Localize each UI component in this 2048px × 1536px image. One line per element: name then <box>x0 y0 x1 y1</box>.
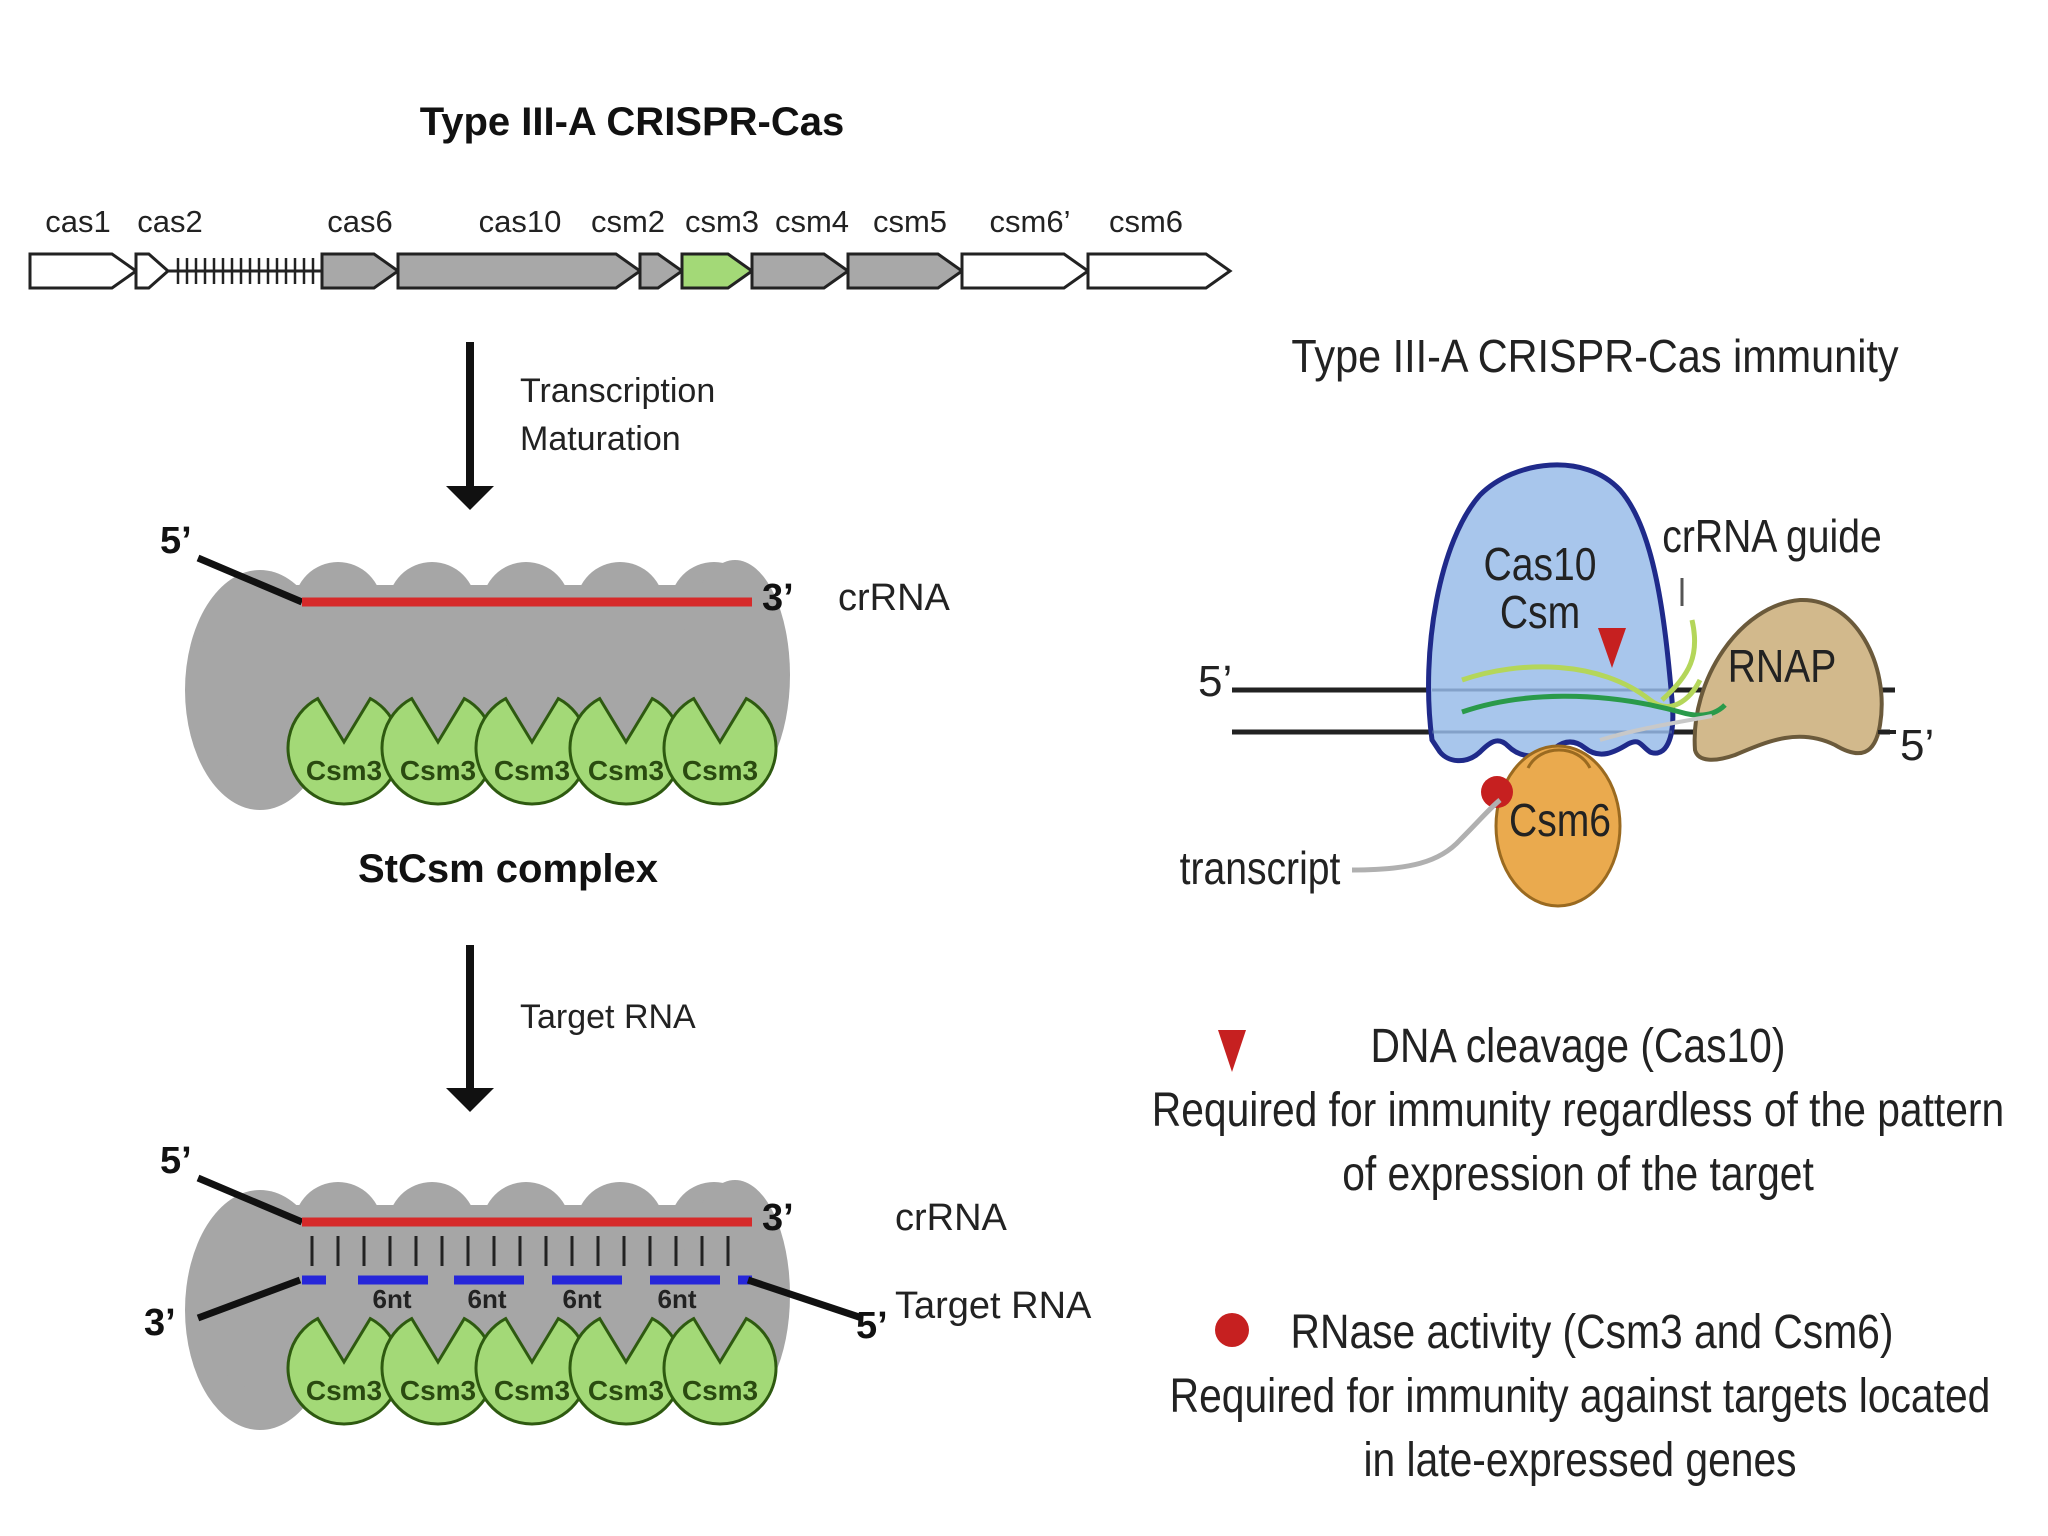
spacer-6nt-label: 6nt <box>658 1284 697 1314</box>
immunity-title: Type III-A CRISPR-Cas immunity <box>1291 331 1898 383</box>
complex2-5prime-bottom: 5’ <box>856 1305 888 1347</box>
cas10-csm-shape <box>1426 462 1676 764</box>
target-arrow <box>446 945 494 1112</box>
gene-label: csm6’ <box>990 204 1071 239</box>
gene-label: csm3 <box>685 204 759 239</box>
legend-cleavage-icon <box>1218 1030 1246 1072</box>
gene-label: csm6 <box>1109 204 1183 239</box>
legend-dna-title: DNA cleavage (Cas10) <box>1371 1020 1786 1073</box>
gene-cas6-arrow <box>320 252 401 290</box>
gene-label: cas10 <box>479 204 562 239</box>
transcript-strand <box>1351 798 1502 873</box>
complex-name: StCsm complex <box>358 847 658 891</box>
crrna2-5prime-tail <box>196 1174 304 1226</box>
crispr-array <box>168 258 322 284</box>
target-rna-segments: 6nt 6nt 6nt 6nt <box>302 1275 752 1314</box>
gene-label: csm2 <box>591 204 665 239</box>
csm3-label: Csm3 <box>400 755 476 786</box>
target-3prime-tail <box>196 1276 302 1322</box>
gene-csm2-arrow <box>638 252 685 290</box>
gene-cas1-arrow <box>28 252 139 290</box>
legend-rnase-icon <box>1215 1313 1249 1347</box>
gene-cas10-arrow <box>396 252 643 290</box>
complex2-3prime-top: 3’ <box>762 1197 794 1239</box>
complex1-crrna-label: crRNA <box>838 577 951 619</box>
csm3-row: Csm3 Csm3 Csm3 Csm3 Csm3 <box>286 696 778 806</box>
legend-dna-line2: of expression of the target <box>1342 1148 1814 1201</box>
dna-5prime-right: 5’ <box>1900 721 1934 770</box>
spacer-6nt-label: 6nt <box>373 1284 412 1314</box>
csm3-row-2: Csm3 Csm3 Csm3 Csm3 Csm3 <box>286 1316 778 1426</box>
gene-csm4-arrow <box>750 252 851 290</box>
gene-csm6-arrow <box>1086 252 1233 290</box>
csm3-label: Csm3 <box>494 1375 570 1406</box>
crrna-guide-label: crRNA guide <box>1662 511 1881 563</box>
dna-5prime-left: 5’ <box>1198 657 1232 706</box>
gene-cas2-arrow <box>134 252 171 290</box>
gene-label: cas1 <box>45 204 110 239</box>
csm3-subunit <box>662 1316 778 1426</box>
gene-csm3-arrow <box>680 252 755 290</box>
maturation-label: Maturation <box>520 420 681 458</box>
complex2-target-label: Target RNA <box>895 1285 1092 1327</box>
gene-csm5-arrow <box>846 252 965 290</box>
complex2-crrna-label: crRNA <box>895 1197 1008 1239</box>
gene-label: csm4 <box>775 204 849 239</box>
spacer-6nt-label: 6nt <box>468 1284 507 1314</box>
target-rna-step-label: Target RNA <box>520 998 696 1036</box>
stcsm-complex: Csm3 Csm3 Csm3 Csm3 Csm3 <box>185 554 790 810</box>
transcription-label: Transcription <box>520 372 715 410</box>
crrna-guide-strand <box>1461 664 1703 709</box>
rnap-shape <box>1692 597 1884 762</box>
rnap-label: RNAP <box>1728 641 1837 693</box>
csm6-label: Csm6 <box>1509 795 1611 847</box>
legend-rnase-line2: in late-expressed genes <box>1363 1434 1796 1487</box>
complex2-3prime-bottom: 3’ <box>144 1302 176 1344</box>
csm3-label: Csm3 <box>682 1375 758 1406</box>
crrna-guide-tail <box>1660 619 1698 702</box>
legend-rnase-line1: Required for immunity against targets lo… <box>1170 1370 1991 1423</box>
target-transcript-strand <box>1461 693 1727 718</box>
gene-label: cas2 <box>137 204 202 239</box>
cas10-label-line1: Cas10 <box>1484 539 1597 591</box>
transcription-arrow <box>446 342 494 510</box>
target-5prime-tail <box>746 1276 864 1322</box>
csm3-label: Csm3 <box>588 755 664 786</box>
csm3-label: Csm3 <box>400 1375 476 1406</box>
operon-title: Type III-A CRISPR-Cas <box>420 100 845 144</box>
base-pairs <box>310 1236 730 1266</box>
csm3-subunit <box>662 696 778 806</box>
stcsm-target-complex: 6nt 6nt 6nt 6nt Csm3 Csm3 Csm3 Csm3 Csm3 <box>185 1174 864 1430</box>
csm3-label: Csm3 <box>306 755 382 786</box>
legend-dna-line1: Required for immunity regardless of the … <box>1152 1084 2004 1137</box>
rnase-marker <box>1481 776 1513 808</box>
csm3-label: Csm3 <box>306 1375 382 1406</box>
csm3-label: Csm3 <box>588 1375 664 1406</box>
transcript-label: transcript <box>1180 843 1341 895</box>
csm3-label: Csm3 <box>682 755 758 786</box>
legend-rnase-title: RNase activity (Csm3 and Csm6) <box>1291 1306 1894 1359</box>
dna-cleavage-marker <box>1598 628 1626 668</box>
operon: cas1 cas2 cas6 cas10 csm2 csm3 csm4 csm5 csm6’ cs… <box>28 204 1233 290</box>
gene-csm6-arrow <box>960 252 1091 290</box>
gene-label: csm5 <box>873 204 947 239</box>
csm6-shape <box>1494 744 1622 908</box>
spacer-6nt-label: 6nt <box>563 1284 602 1314</box>
csm3-label: Csm3 <box>494 755 570 786</box>
complex2-5prime-top: 5’ <box>160 1140 192 1182</box>
crrna-5prime-tail <box>196 554 304 606</box>
complex1-5prime: 5’ <box>160 520 192 562</box>
gene-label: cas6 <box>327 204 392 239</box>
cas10-label-line2: Csm <box>1500 587 1580 639</box>
complex1-3prime: 3’ <box>762 577 794 619</box>
